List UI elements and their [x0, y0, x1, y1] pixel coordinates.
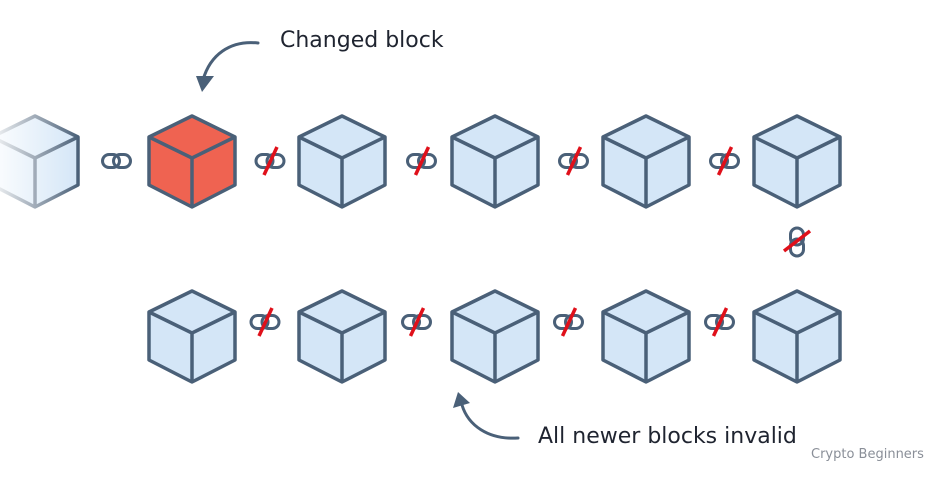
watermark: Crypto Beginners	[811, 447, 924, 462]
broken-link-icon	[553, 307, 584, 337]
broken-link-icon	[254, 146, 286, 176]
invalid-block	[297, 289, 387, 384]
invalid-blocks-label: All newer blocks invalid	[538, 424, 797, 449]
broken-link-icon	[401, 307, 432, 337]
previous-block-faded	[0, 111, 80, 211]
arrow-head-icon	[453, 392, 470, 408]
invalid-block	[752, 114, 842, 209]
arrow-head-icon	[196, 76, 214, 92]
broken-link-icon	[406, 146, 437, 176]
broken-link-icon	[558, 146, 589, 176]
chain-link-icon	[101, 153, 132, 169]
invalid-block	[601, 114, 691, 209]
broken-link-icon	[704, 307, 735, 337]
invalid-block	[752, 289, 842, 384]
invalid-block	[450, 289, 540, 384]
changed-block	[147, 114, 237, 209]
changed-block-label: Changed block	[280, 28, 444, 53]
invalid-block	[450, 114, 540, 209]
invalid-block	[297, 114, 387, 209]
invalid-block	[601, 289, 691, 384]
broken-link-icon	[249, 307, 281, 337]
arrow-to-invalid-blocks	[460, 403, 520, 440]
broken-link-icon	[709, 146, 740, 176]
arrow-to-changed-block	[201, 41, 260, 82]
invalid-block	[147, 289, 237, 384]
broken-link-icon	[782, 226, 812, 258]
